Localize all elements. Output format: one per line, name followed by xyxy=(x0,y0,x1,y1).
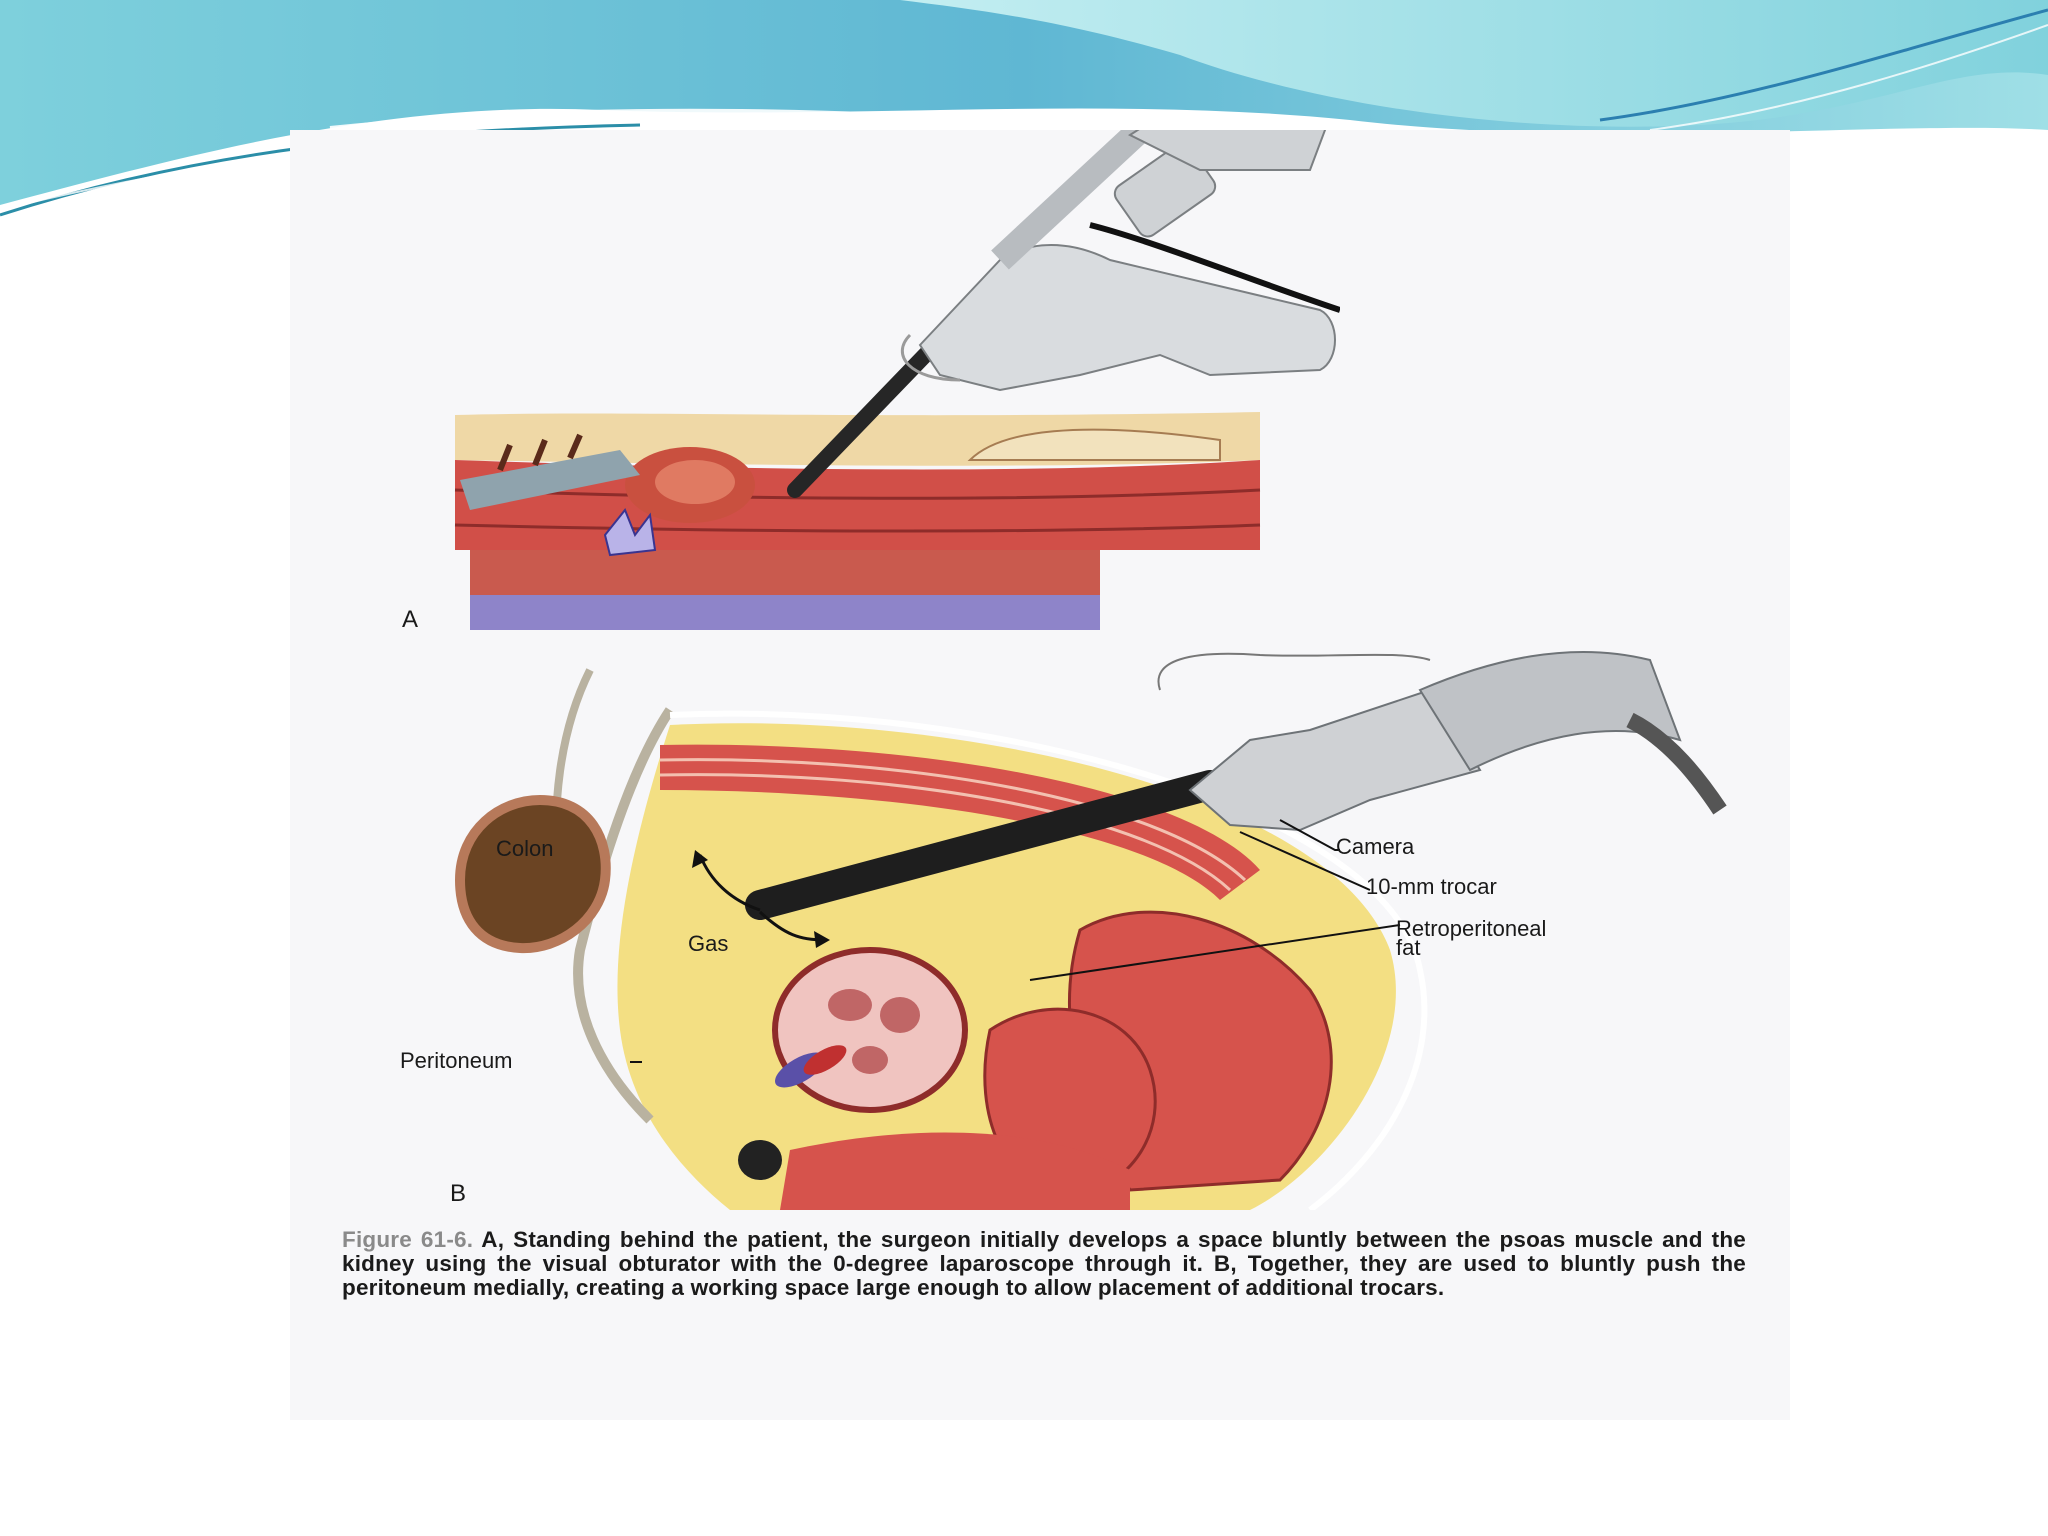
wave-front xyxy=(900,0,2048,127)
panel-b-illustration xyxy=(454,651,1727,1210)
trocar-handle xyxy=(918,244,1336,392)
camera-cable xyxy=(1089,222,1340,313)
label-colon: Colon xyxy=(496,836,554,861)
peritoneum-line xyxy=(573,707,675,1124)
retroperitoneal-leader xyxy=(1029,924,1401,981)
caption-text: A, Standing behind the patient, the surg… xyxy=(342,1227,1746,1300)
muscle-bands xyxy=(660,744,1260,900)
label-gas: Gas xyxy=(688,931,729,956)
trocar-leader xyxy=(1239,831,1371,891)
panel-a-illustration xyxy=(454,130,1340,630)
label-peritoneum: Peritoneum xyxy=(400,1048,513,1073)
panel-b-letter: B xyxy=(450,1180,467,1207)
laparoscope-shaft xyxy=(745,770,1225,920)
camera-leader xyxy=(1279,819,1340,851)
label-retroperitoneal: Retroperitoneal xyxy=(1396,916,1547,941)
figure-number: Figure 61-6. xyxy=(342,1227,474,1252)
kidney-shape xyxy=(772,947,968,1113)
colon-shape xyxy=(454,794,611,954)
label-trocar: 10-mm trocar xyxy=(1366,874,1497,899)
figure-caption: Figure 61-6. A, Standing behind the pati… xyxy=(342,1228,1746,1300)
obturator-shaft xyxy=(787,342,938,498)
camera-body xyxy=(1188,688,1482,832)
vein-band xyxy=(470,590,1100,630)
panel-a-letter: A xyxy=(402,606,419,633)
label-camera: Camera xyxy=(1336,834,1415,859)
label-retroperitoneal-fat: fat xyxy=(1396,935,1421,960)
header-wave xyxy=(0,0,2048,217)
